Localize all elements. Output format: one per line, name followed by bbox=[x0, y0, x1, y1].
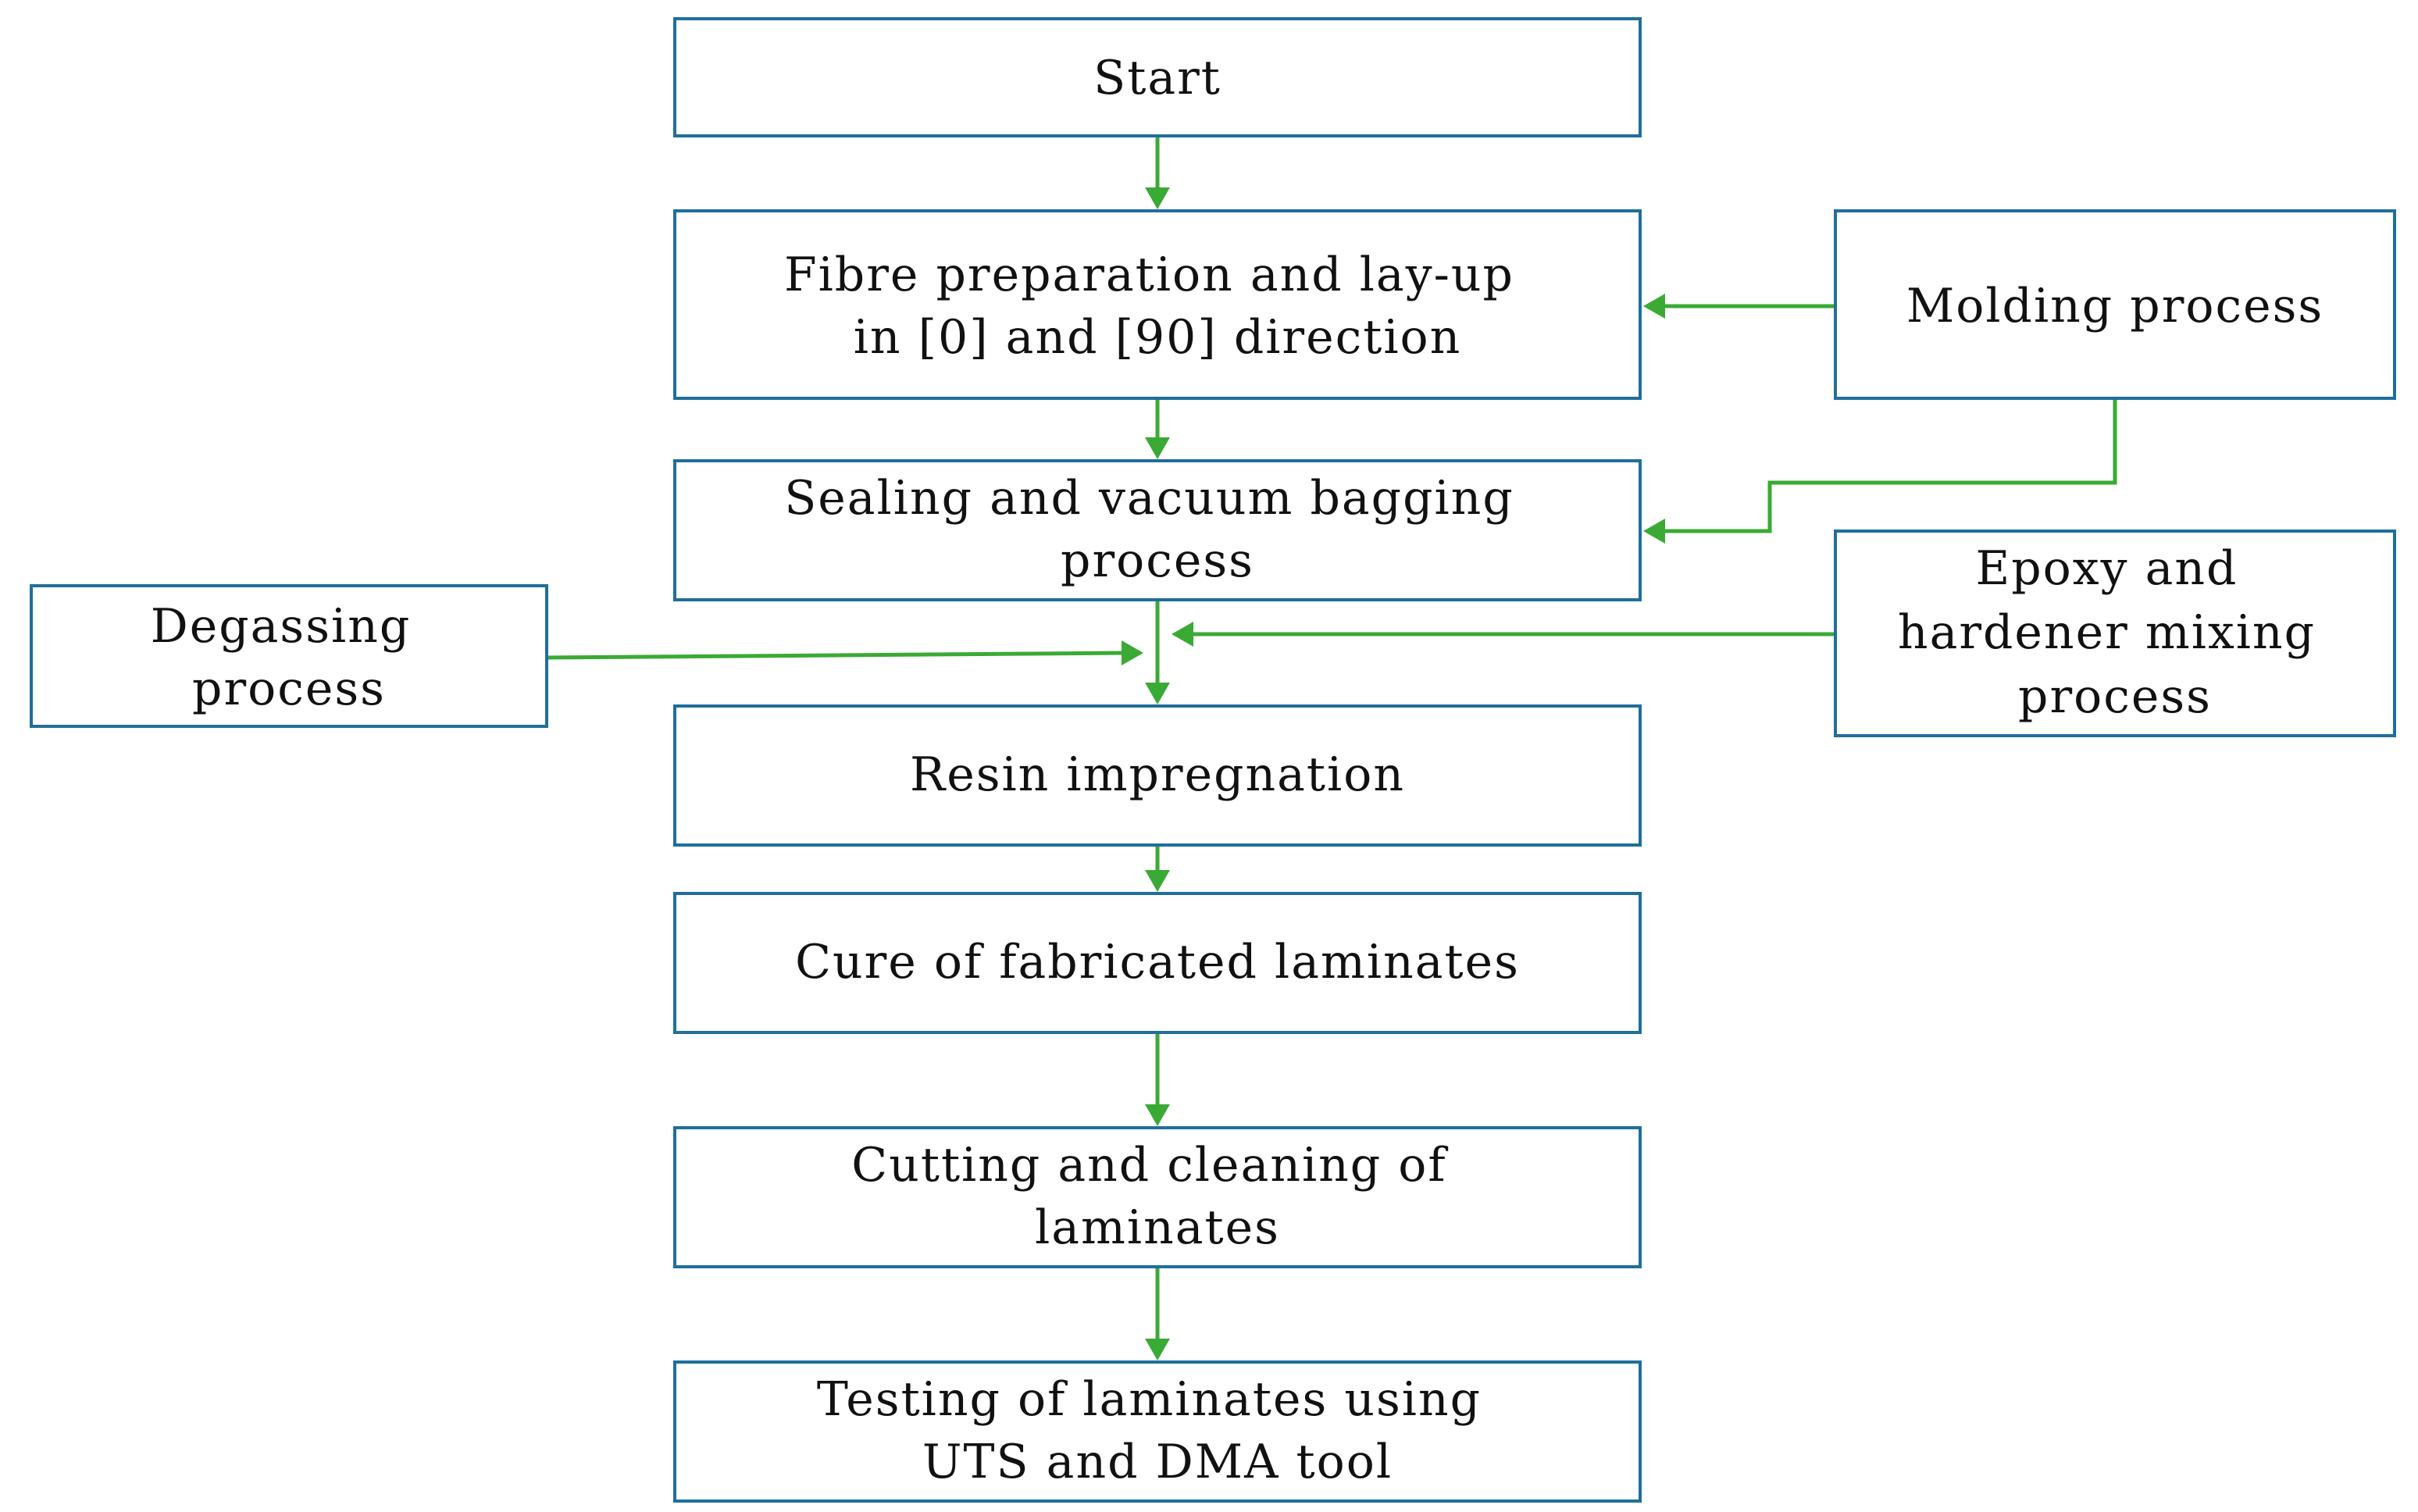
node-cutting-cleaning-box bbox=[673, 1126, 1642, 1268]
node-sealing-line-2: process bbox=[1061, 533, 1254, 588]
node-epoxy-mixing-text: Epoxy and hardener mixing process bbox=[1898, 541, 2332, 724]
arrowhead-cure-to-cutting bbox=[1145, 1104, 1170, 1126]
node-degassing-text: Degassing process bbox=[151, 599, 428, 716]
node-molding-line-1: Molding process bbox=[1906, 279, 2323, 333]
node-cure-text: Cure of fabricated laminates bbox=[795, 935, 1520, 990]
node-testing: Testing of laminates using UTS and DMA t… bbox=[673, 1360, 1642, 1503]
node-testing-box bbox=[673, 1360, 1642, 1503]
arrowhead-degassing-to-resin-line bbox=[1122, 640, 1143, 665]
node-fibre-preparation-line-2: in [0] and [90] direction bbox=[854, 310, 1462, 365]
node-sealing-box bbox=[673, 459, 1642, 601]
node-degassing-line-1: Degassing bbox=[151, 599, 412, 654]
node-epoxy-mixing-line-3: process bbox=[2018, 669, 2212, 724]
node-epoxy-mixing-box bbox=[1834, 530, 2396, 737]
node-cutting-cleaning-line-2: laminates bbox=[1035, 1200, 1280, 1255]
node-molding-box bbox=[1834, 209, 2396, 400]
node-epoxy-mixing-line-1: Epoxy and bbox=[1975, 541, 2238, 596]
node-fibre-preparation: Fibre preparation and lay-up in [0] and … bbox=[673, 209, 1642, 400]
arrow-molding-to-sealing bbox=[1659, 398, 2117, 533]
arrowhead-sealing-to-resin bbox=[1145, 683, 1170, 704]
arrowhead-fibre-to-sealing bbox=[1145, 437, 1170, 459]
node-resin-impregnation-line-1: Resin impregnation bbox=[910, 747, 1405, 802]
node-cutting-cleaning: Cutting and cleaning of laminates bbox=[673, 1126, 1642, 1268]
node-testing-line-1: Testing of laminates using bbox=[817, 1372, 1482, 1427]
node-epoxy-mixing-line-2: hardener mixing bbox=[1898, 605, 2316, 660]
node-resin-impregnation: Resin impregnation bbox=[673, 704, 1642, 847]
node-cure-box bbox=[673, 892, 1642, 1034]
node-cure: Cure of fabricated laminates bbox=[673, 892, 1642, 1034]
node-start-line-1: Start bbox=[1093, 51, 1221, 105]
node-cutting-cleaning-text: Cutting and cleaning of laminates bbox=[851, 1138, 1463, 1255]
node-sealing-line-1: Sealing and vacuum bagging bbox=[784, 471, 1514, 526]
node-fibre-preparation-line-1: Fibre preparation and lay-up bbox=[784, 248, 1514, 302]
arrowhead-cutting-to-testing bbox=[1145, 1339, 1170, 1360]
node-degassing: Degassing process bbox=[30, 584, 548, 728]
node-sealing: Sealing and vacuum bagging process bbox=[673, 459, 1642, 601]
arrowhead-molding-to-sealing bbox=[1643, 519, 1665, 544]
node-degassing-box bbox=[30, 584, 548, 728]
connectors bbox=[546, 136, 2117, 1360]
node-molding: Molding process bbox=[1834, 209, 2396, 400]
node-molding-text: Molding process bbox=[1906, 279, 2323, 333]
node-resin-impregnation-text: Resin impregnation bbox=[910, 747, 1405, 802]
arrowhead-start-to-fibre bbox=[1145, 187, 1170, 209]
node-sealing-text: Sealing and vacuum bagging process bbox=[784, 471, 1531, 588]
node-fibre-preparation-text: Fibre preparation and lay-up in [0] and … bbox=[784, 248, 1531, 365]
node-testing-text: Testing of laminates using UTS and DMA t… bbox=[817, 1372, 1498, 1489]
node-epoxy-mixing: Epoxy and hardener mixing process bbox=[1834, 530, 2396, 737]
arrow-degassing-to-resin-line bbox=[546, 651, 1129, 660]
node-start-text: Start bbox=[1093, 51, 1221, 105]
arrowhead-resin-to-cure bbox=[1145, 870, 1170, 892]
node-degassing-line-2: process bbox=[192, 662, 386, 716]
node-fibre-preparation-box bbox=[673, 209, 1642, 400]
arrowhead-molding-to-fibre bbox=[1643, 294, 1665, 319]
node-cutting-cleaning-line-1: Cutting and cleaning of bbox=[851, 1138, 1448, 1193]
node-testing-line-2: UTS and DMA tool bbox=[922, 1435, 1393, 1489]
arrowhead-epoxy-to-resin-line bbox=[1172, 622, 1193, 647]
node-resin-impregnation-box bbox=[673, 704, 1642, 847]
node-start-box bbox=[673, 17, 1642, 137]
node-cure-line-1: Cure of fabricated laminates bbox=[795, 935, 1520, 990]
node-start: Start bbox=[673, 17, 1642, 137]
